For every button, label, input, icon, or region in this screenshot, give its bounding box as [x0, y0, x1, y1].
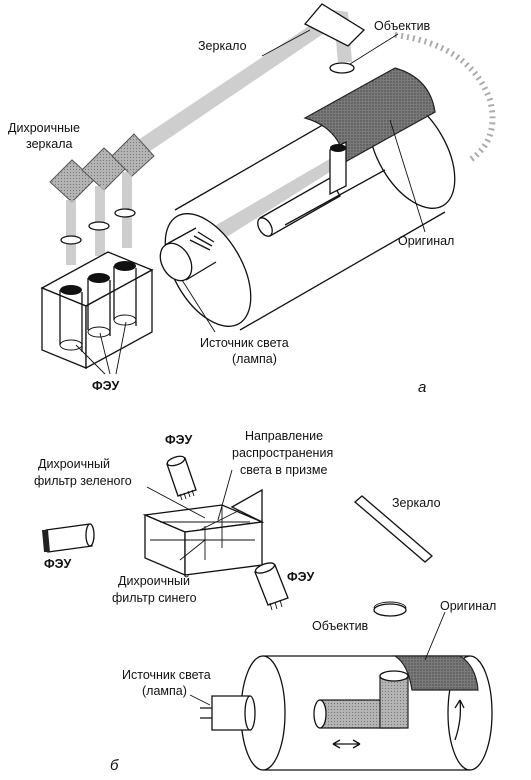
mirror-a-pointer	[261, 29, 311, 57]
beam-rotation-dots	[394, 32, 496, 163]
label-letter-b: б	[110, 757, 119, 774]
beam-down-2	[95, 186, 105, 256]
original-sheet-a	[303, 67, 436, 163]
label-mirror-a: Зеркало	[198, 39, 247, 53]
label-pmt-left-b: ФЭУ	[44, 557, 72, 571]
pmt-lens-1	[60, 235, 82, 245]
pmt-lens-2	[88, 221, 110, 231]
label-light-dir-3: света в призме	[240, 463, 327, 477]
label-blue-filter-1: Дихроичный	[118, 574, 190, 588]
pmt-lens-3	[114, 208, 136, 218]
label-light-source-a-2: (лампа)	[232, 352, 277, 366]
pmt-pointer-2	[99, 332, 111, 375]
beam-mirror-to-dichroic	[120, 20, 326, 166]
diagram-b: ФЭУ Направление распространения света в …	[34, 429, 496, 774]
label-blue-filter-2: фильтр синего	[112, 591, 197, 605]
lens-a	[329, 62, 355, 74]
prism-b	[142, 488, 265, 576]
label-lens-b: Объектив	[312, 619, 369, 633]
label-light-source-b-1: Источник света	[122, 668, 211, 682]
lamp-b-pointer	[189, 694, 211, 706]
label-green-filter-1: Дихроичный	[38, 457, 110, 471]
label-dichroic-mirrors-1: Дихроичные	[8, 121, 80, 135]
label-green-filter-2: фильтр зеленого	[34, 474, 132, 488]
original-sheet-b	[392, 655, 479, 691]
dichroic-mirror-3	[111, 133, 155, 177]
lens-b	[373, 603, 407, 617]
lens-a-pointer	[349, 33, 399, 65]
diagram-a: Зеркало Объектив Дихроичные зеркала Ориг…	[8, 3, 496, 396]
original-b-pointer	[424, 611, 446, 661]
label-letter-a: а	[418, 379, 426, 396]
label-light-dir-2: распространения	[232, 446, 333, 460]
pmt-left-b	[42, 523, 95, 553]
green-filter-pointer	[146, 486, 206, 519]
light-dir-pointer	[217, 469, 233, 521]
mirror-a	[303, 3, 366, 47]
label-light-source-b-2: (лампа)	[142, 684, 187, 698]
pmt-block-a	[40, 251, 154, 370]
label-pmt-right-b: ФЭУ	[287, 570, 315, 584]
blue-filter-pointer	[179, 539, 206, 561]
original-a-pointer	[389, 119, 426, 233]
drum-b	[200, 655, 493, 771]
label-pmt-top-b: ФЭУ	[165, 433, 193, 447]
label-original-b: Оригинал	[440, 599, 496, 613]
drum-a	[159, 67, 456, 331]
label-light-source-a-1: Источник света	[200, 336, 289, 350]
label-pmt-a: ФЭУ	[92, 379, 120, 393]
beam-down-1	[66, 200, 76, 265]
label-lens-a: Объектив	[374, 19, 431, 33]
pmt-pointer-3	[115, 321, 127, 375]
pmt-top-b	[166, 455, 197, 501]
beam-lamp-to-original	[200, 150, 352, 250]
label-light-dir-1: Направление	[245, 429, 323, 443]
label-mirror-b: Зеркало	[392, 496, 441, 510]
mirror-b	[354, 495, 433, 563]
pmt-pointer-1	[75, 344, 106, 375]
lamp-a-pointer	[181, 279, 216, 333]
pmt-right-b	[254, 562, 289, 611]
label-dichroic-mirrors-2: зеркала	[26, 137, 72, 151]
label-original-a: Оригинал	[398, 234, 454, 248]
